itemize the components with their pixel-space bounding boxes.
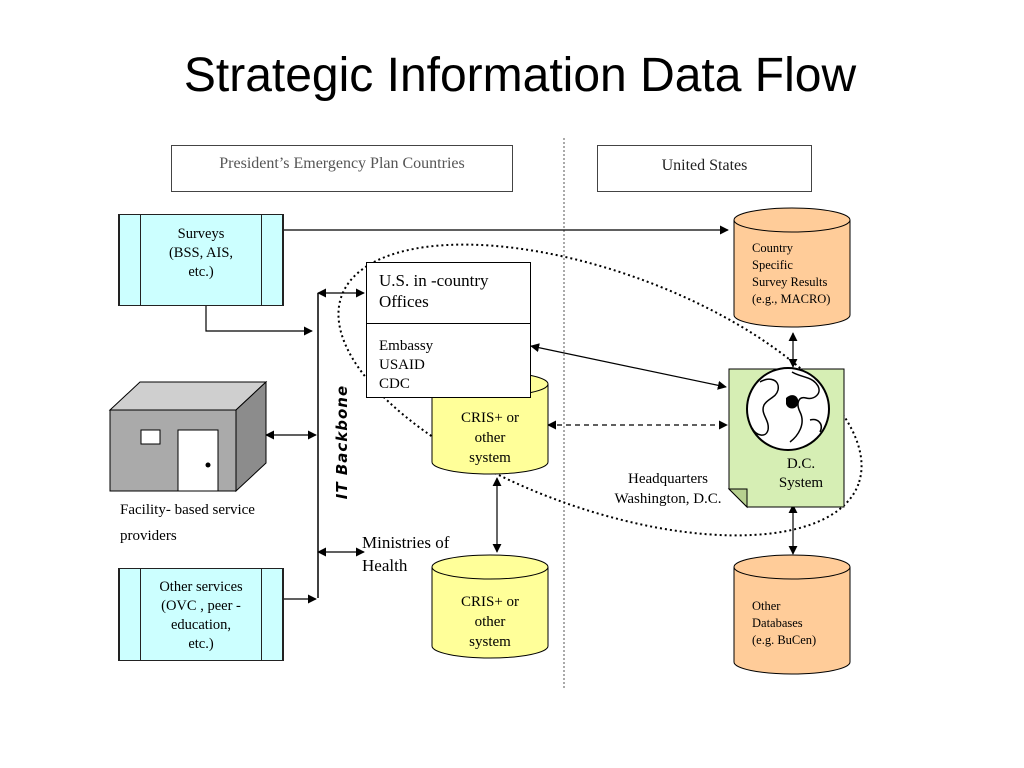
ministries-line-2: Health — [362, 556, 408, 575]
united-states-label: United States — [597, 145, 812, 192]
surveys-line-1: Surveys — [177, 226, 225, 242]
other-services-line-1: Other services — [159, 579, 243, 595]
offices-members: Embassy USAID CDC — [379, 337, 433, 394]
ministries-line-1: Ministries of — [362, 533, 450, 552]
other-services-line-2: (OVC , peer - — [161, 598, 241, 614]
united-states-text: United States — [661, 157, 748, 174]
facility-label-line-2: providers — [120, 528, 177, 544]
offices-member-cdc: CDC — [379, 376, 410, 392]
ministries-label: Ministries of Health — [362, 531, 482, 577]
offices-member-usaid: USAID — [379, 357, 425, 373]
cris-lower-line-1: CRIS+ or — [460, 594, 520, 610]
offices-title-line-2: Offices — [379, 292, 429, 311]
offices-title-line-1: U.S. in -country — [379, 271, 489, 290]
headquarters-line-2: Washington, D.C. — [614, 491, 722, 507]
cris-upper-line-2: other — [474, 430, 506, 446]
country-results-cylinder — [733, 207, 851, 328]
facility-label-line-1: Facility- based service — [120, 502, 255, 518]
facility-label: Facility- based service providers — [120, 497, 310, 549]
other-databases-line-2: Databases — [752, 616, 803, 630]
cris-lower-label: CRIS+ or other system — [432, 592, 548, 652]
pepfar-countries-label: President’s Emergency Plan Countries — [171, 145, 513, 192]
cris-upper-line-1: CRIS+ or — [460, 410, 520, 426]
surveys-line-3: etc.) — [188, 264, 214, 280]
offices-member-embassy: Embassy — [379, 338, 434, 354]
arrow-offices-dc — [530, 343, 727, 390]
other-databases-cylinder — [733, 554, 851, 675]
in-country-offices-box: U.S. in -country Offices Embassy USAID C… — [366, 262, 531, 398]
other-services-line-3: education, — [171, 617, 231, 633]
other-databases-label: Other Databases (e.g. BuCen) — [752, 598, 850, 649]
cris-lower-cylinder — [431, 554, 549, 659]
dc-system-label: D.C. System — [770, 455, 832, 493]
dc-system-line-2: System — [778, 475, 824, 491]
it-backbone-label: IT Backbone — [333, 384, 351, 500]
cris-upper-line-3: system — [469, 450, 511, 466]
facility-building-icon — [108, 380, 268, 493]
other-databases-line-1: Other — [752, 599, 781, 613]
page-title: Strategic Information Data Flow — [183, 49, 857, 102]
country-results-line-4: (e.g., MACRO) — [752, 292, 831, 306]
country-results-label: Country Specific Survey Results (e.g., M… — [752, 240, 850, 308]
offices-header: U.S. in -country Offices — [367, 263, 530, 324]
headquarters-label: Headquarters Washington, D.C. — [598, 469, 738, 509]
surveys-line-2: (BSS, AIS, — [168, 245, 234, 261]
other-databases-line-3: (e.g. BuCen) — [752, 633, 817, 647]
pepfar-countries-text: President’s Emergency Plan Countries — [219, 155, 465, 172]
country-results-line-1: Country — [752, 241, 793, 255]
cris-lower-line-2: other — [474, 614, 506, 630]
surveys-box: Surveys (BSS, AIS, etc.) — [118, 214, 284, 306]
dc-system-line-1: D.C. — [786, 456, 816, 472]
cris-lower-line-3: system — [469, 634, 511, 650]
other-services-box: Other services (OVC , peer - education, … — [118, 568, 284, 661]
globe-icon — [746, 367, 830, 451]
arrow-surveys-to-offices — [205, 306, 313, 336]
headquarters-line-1: Headquarters — [628, 471, 708, 487]
other-services-line-4: etc.) — [188, 636, 214, 652]
cris-upper-label: CRIS+ or other system — [432, 408, 548, 468]
country-results-line-3: Survey Results — [752, 275, 828, 289]
country-results-line-2: Specific — [752, 258, 793, 272]
